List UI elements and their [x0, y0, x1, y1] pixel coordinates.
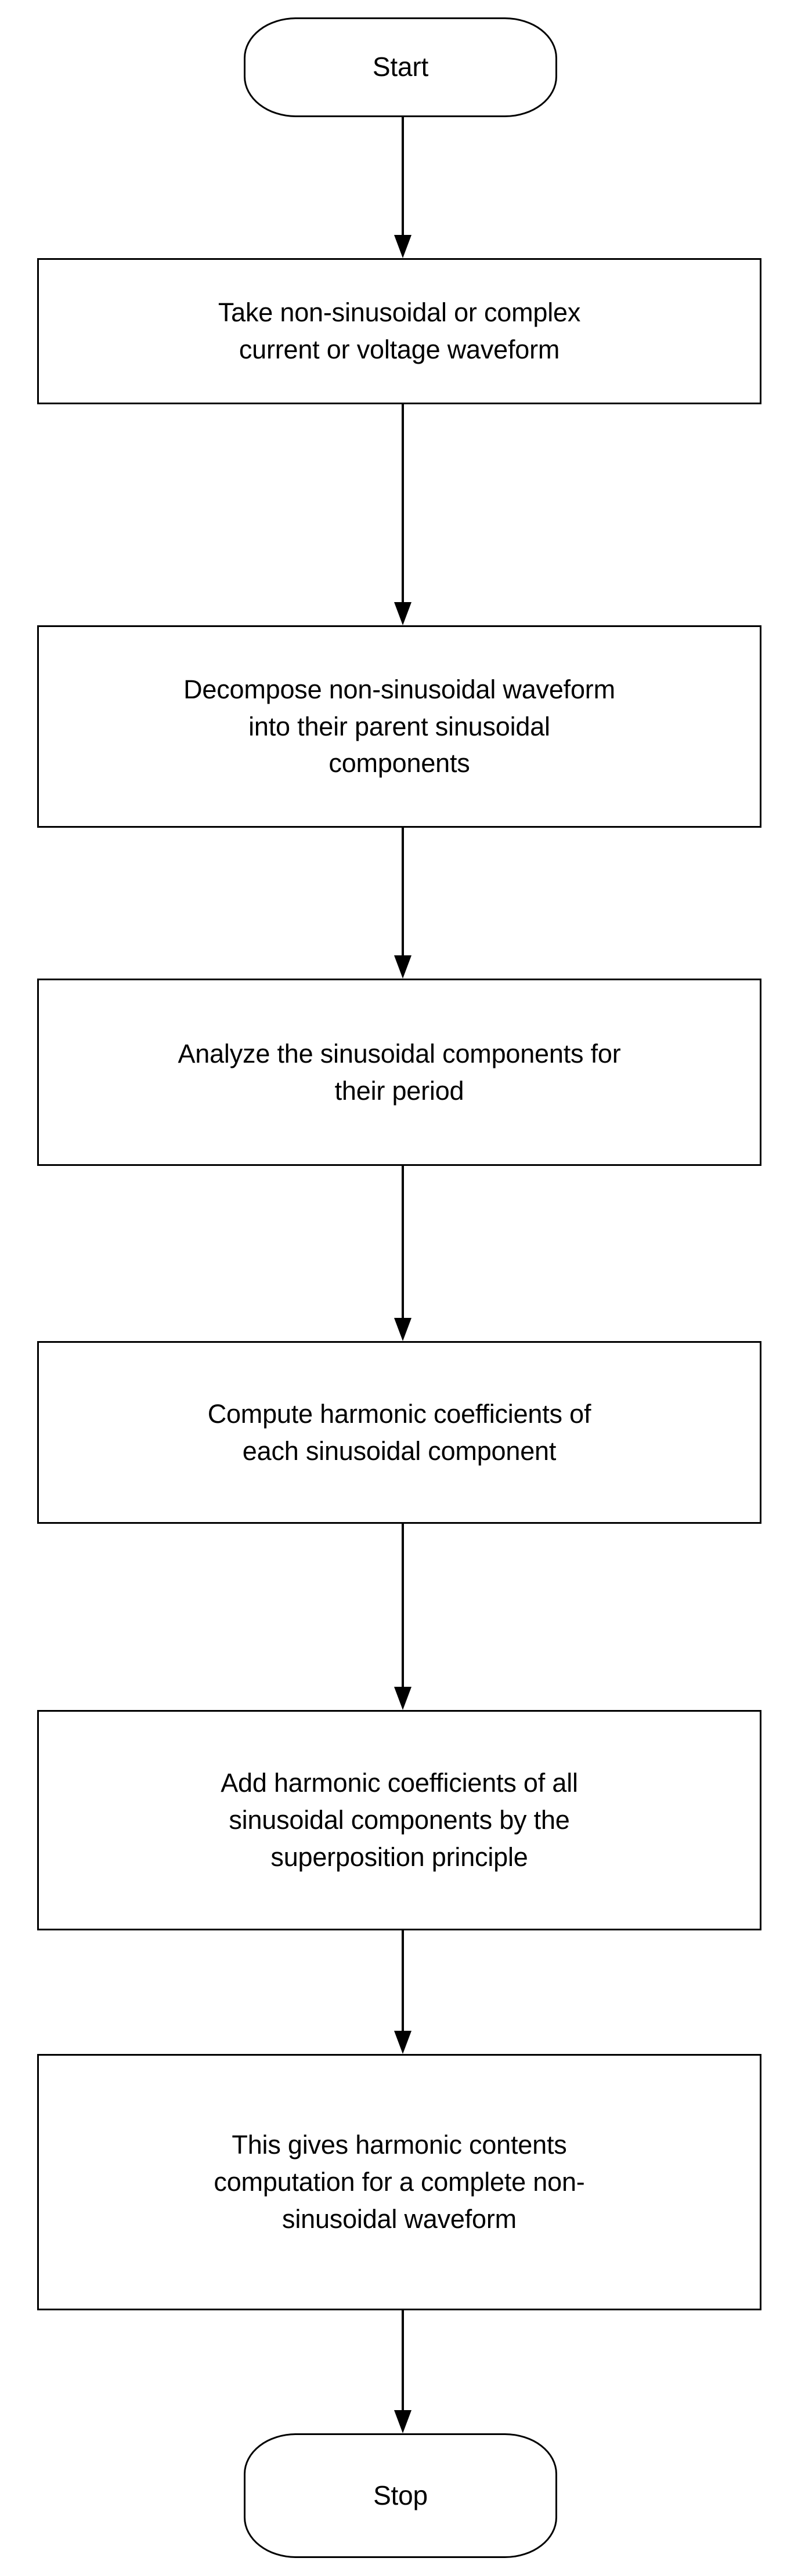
arrow-head-down-icon [394, 2031, 411, 2054]
node-step2[interactable]: Decompose non-sinusoidal waveform into t… [37, 625, 761, 828]
node-step6-label: This gives harmonic contents computation… [214, 2130, 585, 2234]
arrow-shaft [402, 1930, 404, 2031]
arrow-shaft [402, 1166, 404, 1318]
node-step5[interactable]: Add harmonic coefficients of all sinusoi… [37, 1710, 761, 1930]
arrow-head-down-icon [394, 955, 411, 979]
node-stop-label: Stop [373, 2480, 428, 2510]
node-stop[interactable]: Stop [244, 2433, 557, 2558]
node-start-label: Start [372, 52, 429, 82]
node-start[interactable]: Start [244, 17, 557, 117]
arrow-head-down-icon [394, 1318, 411, 1341]
arrow-shaft [402, 1524, 404, 1687]
node-step5-label: Add harmonic coefficients of all sinusoi… [221, 1768, 578, 1872]
node-step6[interactable]: This gives harmonic contents computation… [37, 2054, 761, 2310]
arrow-shaft [402, 117, 404, 235]
arrow-head-down-icon [394, 1687, 411, 1710]
node-step1[interactable]: Take non-sinusoidal or complex current o… [37, 258, 761, 404]
node-step3[interactable]: Analyze the sinusoidal components for th… [37, 979, 761, 1166]
node-step4[interactable]: Compute harmonic coefficients of each si… [37, 1341, 761, 1524]
node-step2-label: Decompose non-sinusoidal waveform into t… [183, 674, 615, 778]
node-step4-label: Compute harmonic coefficients of each si… [207, 1398, 591, 1466]
node-step1-label: Take non-sinusoidal or complex current o… [218, 298, 581, 364]
arrow-shaft [402, 828, 404, 955]
arrow-shaft [402, 2310, 404, 2410]
node-step3-label: Analyze the sinusoidal components for th… [178, 1038, 621, 1106]
arrow-head-down-icon [394, 602, 411, 625]
arrow-head-down-icon [394, 2410, 411, 2433]
arrow-head-down-icon [394, 235, 411, 258]
arrow-shaft [402, 404, 404, 602]
